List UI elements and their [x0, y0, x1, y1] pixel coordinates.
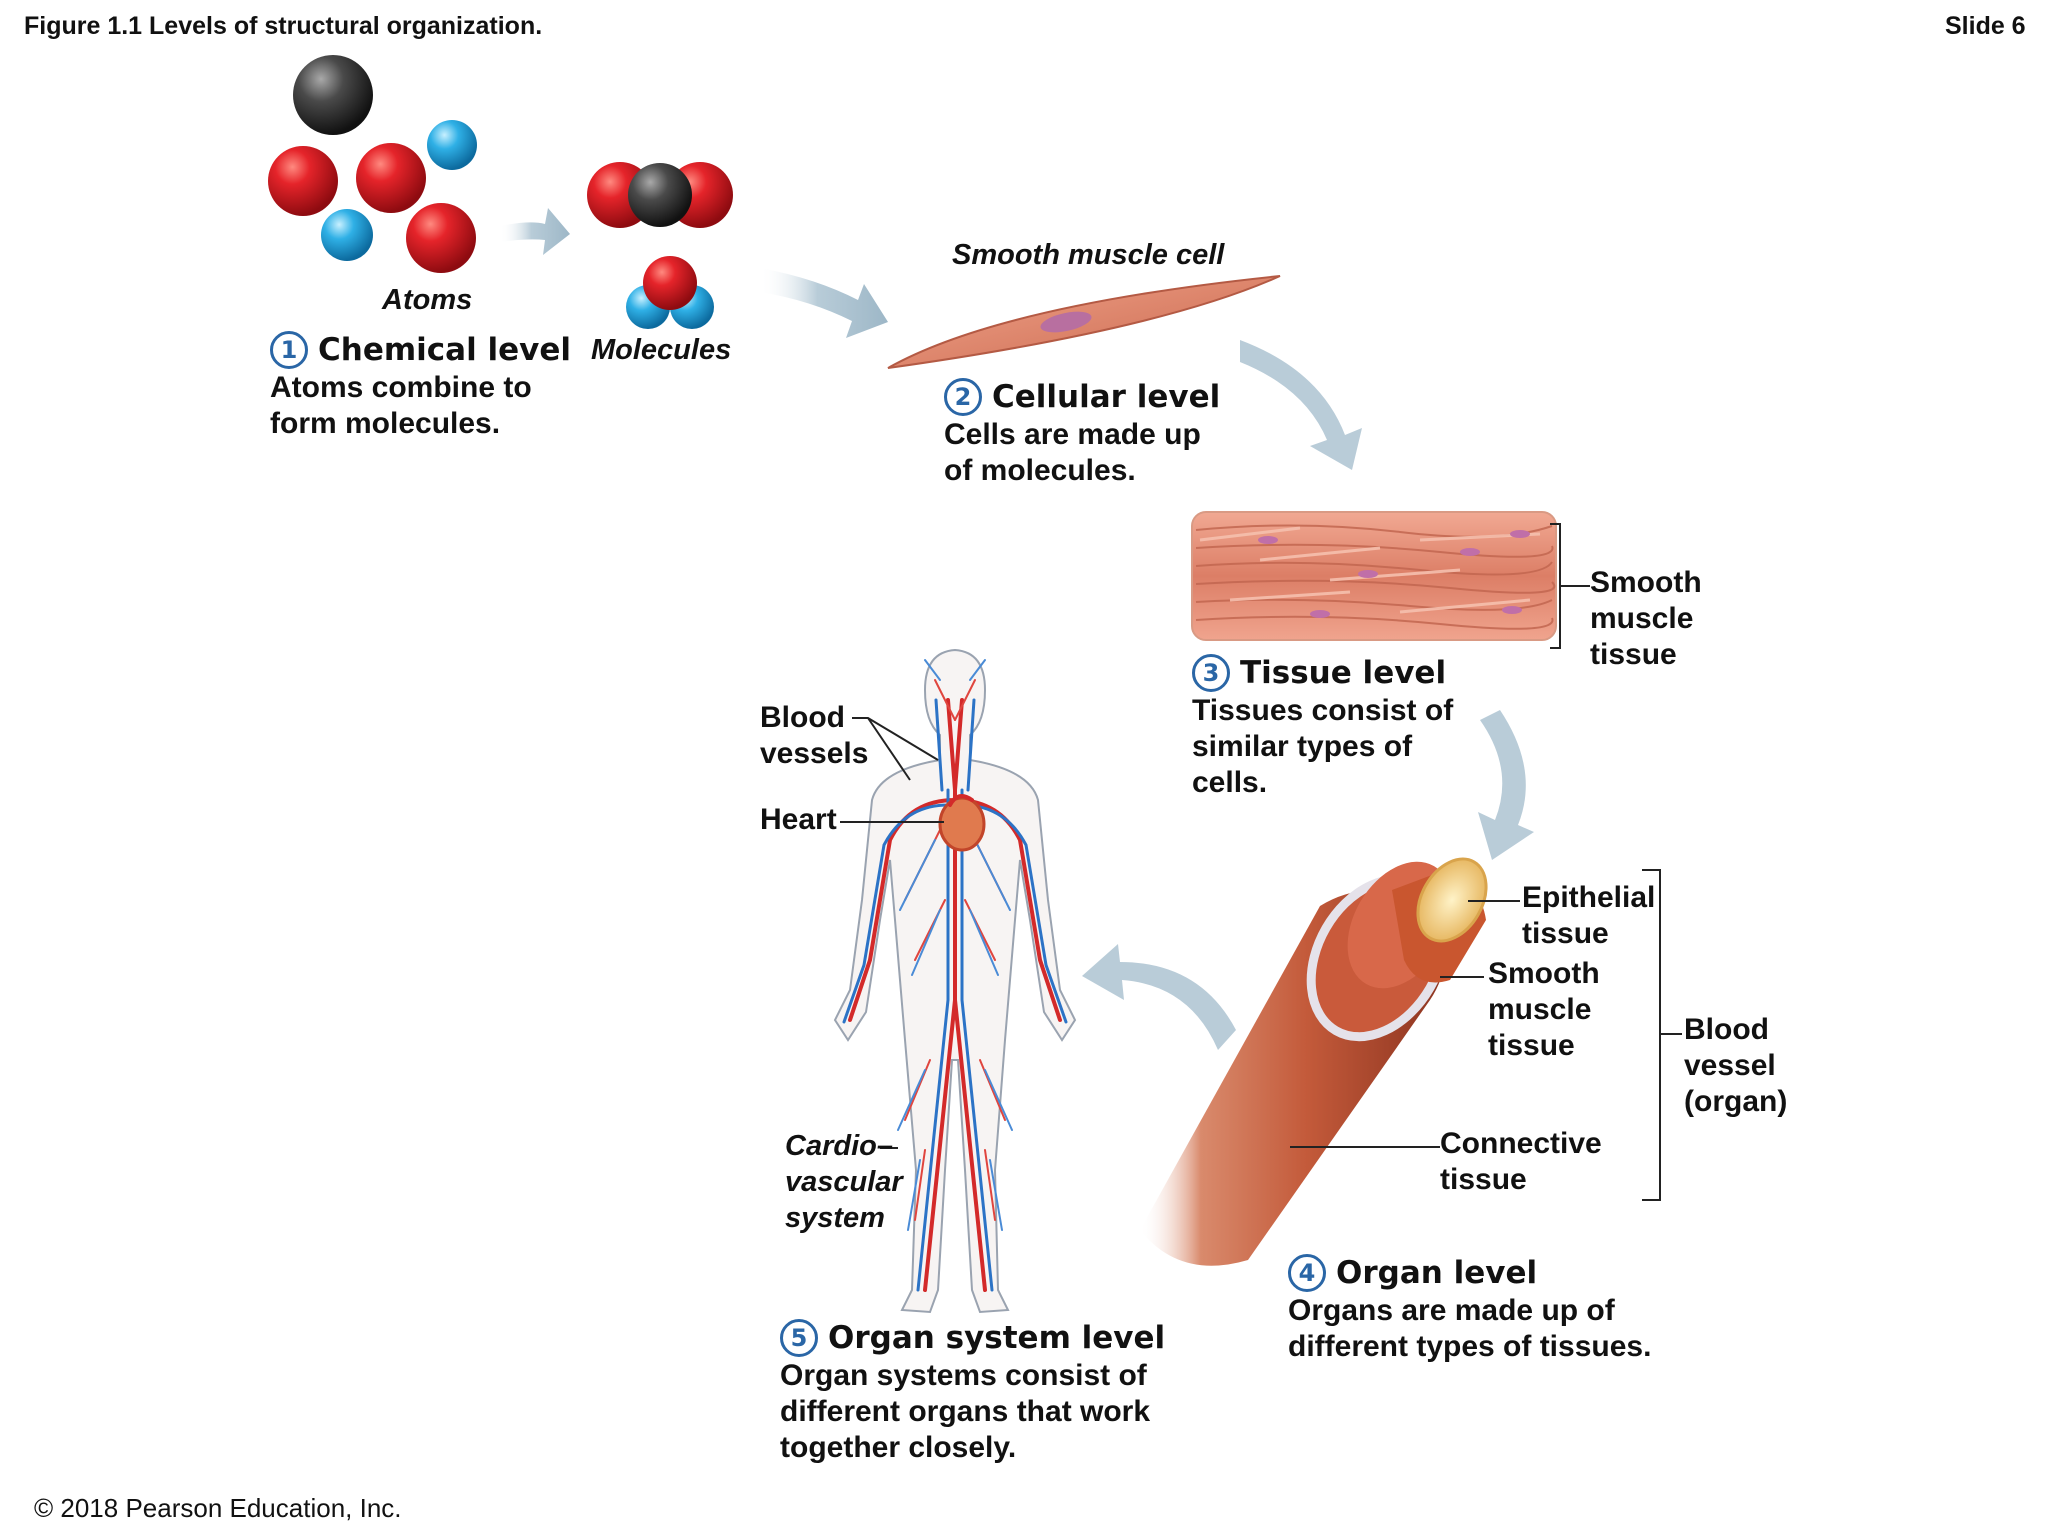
organ-smooth-muscle-tissue-label: Smooth muscle tissue: [1488, 957, 1600, 1062]
organ-system-level-block: 5 Organ system level Organ systems consi…: [780, 1318, 1165, 1466]
cellular-level-description: Cells are made up of molecules.: [944, 418, 1201, 487]
hydrogen-atom: [321, 209, 373, 261]
tissue-level-description: Tissues consist of similar types of cell…: [1192, 694, 1454, 799]
cellular-level-title: 2 Cellular level: [944, 377, 1220, 417]
chemical-level-title: 1 Chemical level: [270, 330, 571, 370]
cardiovascular-figure: [833, 648, 1077, 1314]
epithelial-tissue-label: Epithelial tissue: [1522, 881, 1656, 950]
organ-system-level-title: 5 Organ system level: [780, 1318, 1165, 1358]
level-number-badge: 1: [270, 331, 308, 369]
slide-label: Slide 6: [1945, 12, 2026, 40]
blood-vessels-label: Blood vessels: [760, 701, 869, 770]
level-number-badge: 2: [944, 378, 982, 416]
tissue-level-title: 3 Tissue level: [1192, 653, 1453, 693]
arrow-molecules-to-cell: [760, 268, 888, 338]
organ-level-block: 4 Organ level Organs are made up of diff…: [1288, 1253, 1651, 1365]
smooth-muscle-tissue-illustration: [1191, 511, 1557, 641]
smooth-muscle-cell-illustration: [887, 275, 1281, 369]
tissue-level-block: 3 Tissue level Tissues consist of simila…: [1192, 653, 1453, 801]
carbon-atom: [628, 163, 692, 227]
heart-shape: [938, 796, 986, 852]
blood-vessels-leader: [852, 717, 939, 781]
molecules-label: Molecules: [591, 334, 732, 366]
oxygen-atom: [643, 256, 697, 310]
tissue-bracket: [1550, 523, 1590, 649]
atoms-illustration: [268, 55, 477, 273]
heart-label: Heart: [760, 803, 837, 836]
level-number-badge: 4: [1288, 1254, 1326, 1292]
blood-vessel-organ-label: Blood vessel (organ): [1684, 1013, 1788, 1118]
hydrogen-atom: [427, 120, 477, 170]
blood-vessel-organ-illustration: [1140, 857, 1488, 1266]
cardiovascular-system-label: Cardio– vascular system: [785, 1130, 903, 1234]
copyright-footer: © 2018 Pearson Education, Inc.: [34, 1493, 402, 1523]
organ-system-level-description: Organ systems consist of different organ…: [780, 1359, 1151, 1464]
atoms-label: Atoms: [382, 284, 473, 316]
chemical-level-block: 1 Chemical level Atoms combine to form m…: [270, 330, 571, 442]
figure-title: Figure 1.1 Levels of structural organiza…: [24, 12, 543, 40]
arrow-tissue-to-organ: [1478, 710, 1534, 860]
level-number-badge: 5: [780, 1319, 818, 1357]
connective-tissue-label: Connective tissue: [1440, 1127, 1602, 1196]
molecules-illustration: [587, 162, 733, 329]
organ-level-description: Organs are made up of different types of…: [1288, 1294, 1652, 1363]
organ-bracket: [1642, 869, 1682, 1201]
organ-level-title: 4 Organ level: [1288, 1253, 1651, 1293]
smooth-muscle-tissue-label: Smooth muscle tissue: [1590, 566, 1702, 671]
smooth-muscle-cell-label: Smooth muscle cell: [952, 239, 1225, 271]
level-number-badge: 3: [1192, 654, 1230, 692]
chemical-level-description: Atoms combine to form molecules.: [270, 371, 532, 440]
carbon-atom: [293, 55, 373, 135]
cellular-level-block: 2 Cellular level Cells are made up of mo…: [944, 377, 1220, 489]
arrow-atoms-to-molecules: [500, 208, 570, 255]
arrow-cell-to-tissue: [1240, 340, 1362, 470]
oxygen-atom: [406, 203, 476, 273]
arrow-organ-to-system: [1082, 944, 1236, 1050]
oxygen-atom: [268, 146, 338, 216]
oxygen-atom: [356, 143, 426, 213]
